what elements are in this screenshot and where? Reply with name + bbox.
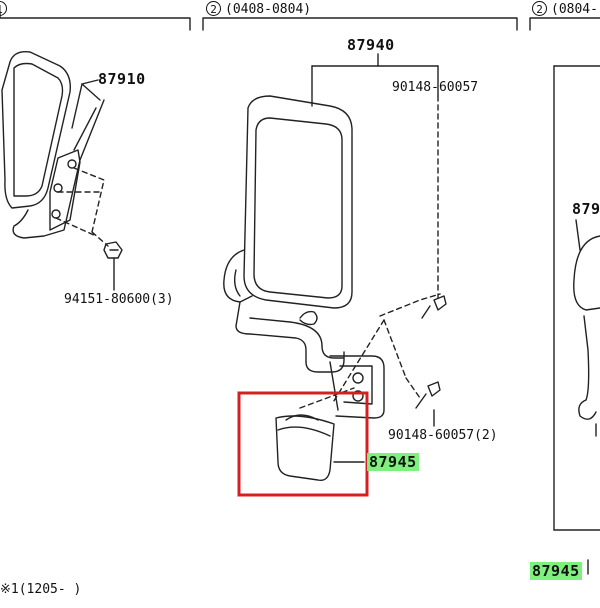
part-label-879-partial[interactable]: 879 [572, 200, 600, 218]
section-2-header: 2 (0408-0804) [206, 1, 311, 17]
mirror-87940-drawing [223, 95, 385, 419]
section-2-range: (0408-0804) [225, 2, 312, 17]
part-label-87945-right[interactable]: 87945 [530, 562, 582, 580]
section-1-number: 1 [0, 1, 7, 16]
section-3-header: 2 (0804- [532, 1, 598, 17]
part-label-90148-60057-2[interactable]: 90148-60057(2) [388, 428, 498, 443]
section-3-bracket [529, 17, 600, 31]
part-label-87945[interactable]: 87945 [367, 453, 419, 471]
mirror-right-drawing [573, 235, 600, 311]
part-label-87945-text: 87945 [367, 453, 419, 471]
part-label-87940[interactable]: 87940 [347, 36, 395, 54]
highlight-box [237, 391, 369, 497]
nut-drawing [103, 241, 123, 259]
section-1-header: 1 [0, 1, 11, 17]
cover-87945-drawing [275, 414, 335, 481]
part-label-87945-right-text: 87945 [530, 562, 582, 580]
section-3-range: (0804- [551, 2, 598, 17]
footnote: ※1(1205- ) [0, 582, 82, 597]
section-2-number: 2 [206, 1, 221, 16]
mirror-87910-drawing [1, 51, 105, 239]
section-3-number: 2 [532, 1, 547, 16]
part-label-94151-80600[interactable]: 94151-80600(3) [64, 292, 174, 307]
section-2-bracket [202, 17, 518, 31]
part-label-90148-60057[interactable]: 90148-60057 [392, 80, 479, 95]
section-1-bracket [0, 11, 191, 31]
part-label-87910[interactable]: 87910 [98, 70, 146, 88]
